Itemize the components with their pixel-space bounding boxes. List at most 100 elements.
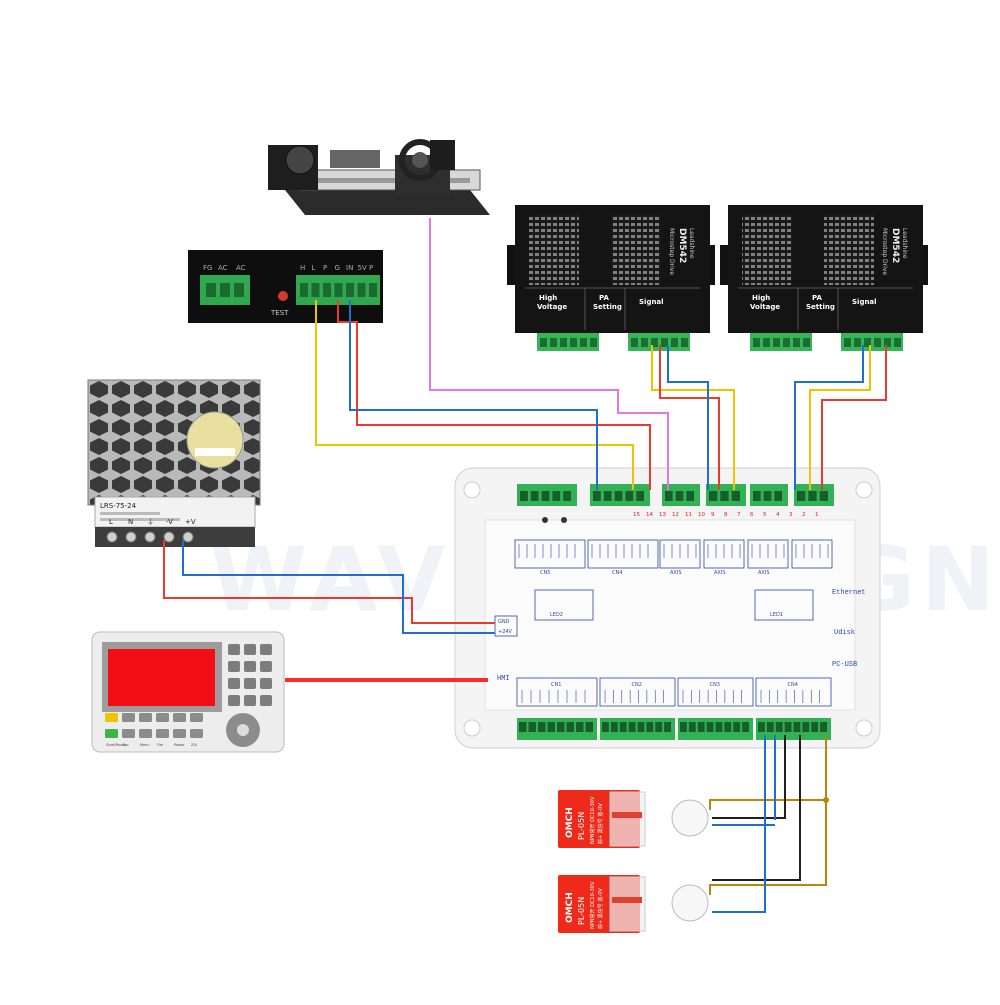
top-pin-number: 4 bbox=[776, 512, 780, 518]
panel-number-key[interactable] bbox=[228, 678, 240, 689]
bottom-cn-label: CN4 bbox=[788, 682, 798, 688]
wire bbox=[709, 800, 827, 895]
panel-function-key[interactable] bbox=[156, 729, 169, 738]
panel-function-key[interactable] bbox=[122, 729, 135, 738]
wire bbox=[337, 300, 651, 490]
psu-terminal-screw bbox=[182, 531, 194, 543]
terminal-slot bbox=[758, 722, 765, 732]
panel-number-key[interactable] bbox=[244, 695, 256, 706]
silkscreen-box bbox=[703, 539, 745, 569]
lpsu-pin-label: H bbox=[300, 264, 305, 272]
psu-terminal-screw bbox=[106, 531, 118, 543]
panel-number-key[interactable] bbox=[244, 678, 256, 689]
wire bbox=[651, 345, 735, 490]
silkscreen-box bbox=[514, 539, 586, 569]
panel-number-key[interactable] bbox=[260, 678, 272, 689]
wire bbox=[315, 300, 634, 490]
driver-brand: Leadshine bbox=[901, 228, 908, 259]
terminal-slot bbox=[602, 722, 609, 732]
terminal-slot bbox=[811, 722, 819, 732]
lpsu-label-fg: FG bbox=[203, 264, 212, 272]
axis-label: AXIS bbox=[758, 570, 770, 576]
driver-brand: Leadshine bbox=[688, 228, 695, 259]
panel-number-key[interactable] bbox=[228, 644, 240, 655]
terminal-slot bbox=[720, 491, 729, 501]
terminal-slot bbox=[520, 491, 528, 501]
panel-function-key[interactable] bbox=[190, 729, 203, 738]
terminal-slot bbox=[763, 491, 772, 501]
wire bbox=[163, 540, 495, 624]
lpsu-pin-label: L bbox=[312, 264, 316, 272]
sensor-wire-legend: 棕+ 黑信号 蓝-0V bbox=[597, 888, 604, 929]
cn-label: CN4 bbox=[612, 570, 622, 576]
driver-section-pa: PA bbox=[812, 294, 822, 302]
panel-function-key[interactable] bbox=[105, 729, 118, 738]
silkscreen-box bbox=[755, 677, 832, 707]
panel-function-key[interactable] bbox=[156, 713, 169, 722]
lpsu-terminal bbox=[300, 283, 308, 297]
lpsu-label-ac1: AC bbox=[218, 264, 228, 272]
panel-function-key[interactable] bbox=[105, 713, 118, 722]
panel-key-label: Start/Pause bbox=[106, 743, 126, 747]
panel-number-key[interactable] bbox=[260, 644, 272, 655]
panel-number-key[interactable] bbox=[260, 661, 272, 672]
driver-section-pa-2: Setting bbox=[593, 303, 622, 311]
lpsu-pin-label: G bbox=[335, 264, 340, 272]
top-pin-number: 6 bbox=[750, 512, 754, 518]
panel-number-key[interactable] bbox=[228, 661, 240, 672]
panel-number-key[interactable] bbox=[244, 644, 256, 655]
terminal-slot bbox=[547, 722, 555, 732]
silkscreen-box bbox=[659, 539, 701, 569]
panel-function-key[interactable] bbox=[190, 713, 203, 722]
top-pin-number: 15 bbox=[633, 512, 640, 518]
wire bbox=[809, 345, 871, 490]
top-pin-number: 10 bbox=[698, 512, 705, 518]
panel-key-label: Z/U bbox=[191, 743, 198, 747]
axis-label: AXIS bbox=[714, 570, 726, 576]
wire bbox=[667, 345, 709, 490]
panel-number-key[interactable] bbox=[228, 695, 240, 706]
silkscreen-box bbox=[587, 539, 659, 569]
panel-number-key[interactable] bbox=[260, 695, 272, 706]
panel-function-key[interactable] bbox=[173, 713, 186, 722]
panel-number-key[interactable] bbox=[244, 661, 256, 672]
bottom-cn-label: CN1 bbox=[551, 682, 561, 688]
panel-function-key[interactable] bbox=[139, 713, 152, 722]
led-label: LED2 bbox=[550, 612, 563, 618]
panel-key-label: File bbox=[157, 743, 163, 747]
terminal-slot bbox=[797, 491, 806, 501]
silkscreen-box bbox=[747, 539, 789, 569]
top-pin-number: 5 bbox=[763, 512, 767, 518]
terminal-slot bbox=[675, 491, 684, 501]
psu-terminal-label: ⏚ bbox=[147, 518, 154, 526]
panel-lcd-screen bbox=[108, 649, 215, 706]
terminal-slot bbox=[664, 722, 671, 732]
wire bbox=[182, 540, 495, 634]
terminal-slot bbox=[557, 722, 565, 732]
driver-section-voltage-2: Voltage bbox=[537, 303, 567, 311]
terminal-slot bbox=[819, 491, 828, 501]
driver-section-signal: Signal bbox=[639, 298, 664, 306]
lpsu-terminal bbox=[311, 283, 320, 297]
top-pin-number: 12 bbox=[672, 512, 679, 518]
terminal-slot bbox=[614, 491, 623, 501]
panel-key-label: Power bbox=[174, 743, 185, 747]
top-pin-number: 14 bbox=[646, 512, 653, 518]
driver-section-pa: PA bbox=[599, 294, 609, 302]
driver-model: DM542 bbox=[890, 228, 900, 263]
sensor-brand: OMCH bbox=[565, 807, 575, 838]
driver-section-signal: Signal bbox=[852, 298, 877, 306]
psu-model: LRS-75-24 bbox=[100, 502, 137, 510]
panel-function-key[interactable] bbox=[122, 713, 135, 722]
test-button[interactable] bbox=[278, 291, 288, 301]
panel-function-key[interactable] bbox=[139, 729, 152, 738]
terminal-slot bbox=[625, 491, 634, 501]
panel-function-key[interactable] bbox=[173, 729, 186, 738]
terminal-slot bbox=[680, 722, 687, 732]
wire bbox=[709, 735, 827, 810]
wire bbox=[659, 345, 720, 490]
